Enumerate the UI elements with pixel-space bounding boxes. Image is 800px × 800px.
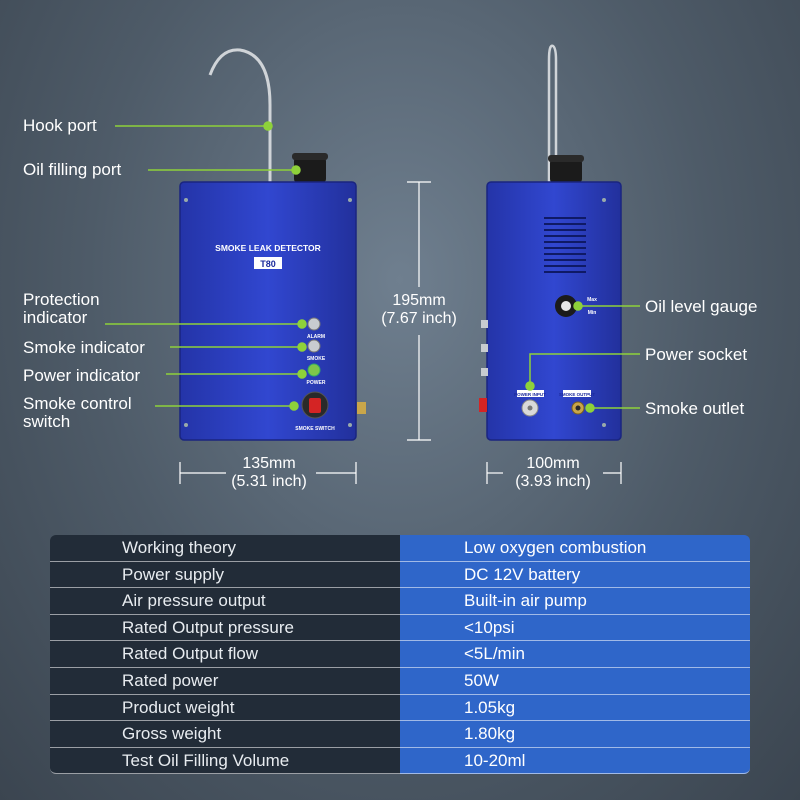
spec-value: 10-20ml bbox=[400, 747, 750, 775]
spec-key: Test Oil Filling Volume bbox=[50, 747, 400, 775]
front-leaders bbox=[105, 121, 307, 411]
model-badge bbox=[254, 257, 282, 269]
spec-row-product-weight: Product weight 1.05kg bbox=[50, 694, 750, 722]
smoke-output-label: SMOKE OUTPUT bbox=[559, 392, 596, 397]
callout-switch-line2: switch bbox=[23, 412, 71, 431]
spec-key: Product weight bbox=[50, 694, 400, 722]
dimension-lines bbox=[179, 181, 622, 484]
power-led bbox=[307, 363, 321, 377]
callout-protection-line2: indicator bbox=[23, 308, 88, 327]
smoke-switch-label: SMOKE SWITCH bbox=[295, 426, 335, 432]
device-title: SMOKE LEAK DETECTOR bbox=[215, 243, 321, 253]
device-model: T80 bbox=[260, 259, 276, 269]
alarm-label: ALARM bbox=[307, 334, 325, 340]
callout-protection-line1: Protection bbox=[23, 290, 100, 309]
power-input-label: POWER INPUT bbox=[514, 392, 546, 397]
callout-oil-level-gauge: Oil level gauge bbox=[645, 297, 758, 316]
spec-key: Power supply bbox=[50, 561, 400, 589]
width-dimension: 135mm (5.31 inch) bbox=[214, 455, 324, 491]
spec-table: Working theory Low oxygen combustion Pow… bbox=[50, 535, 750, 775]
side-oil-knob bbox=[550, 159, 582, 183]
spec-row-gross-weight: Gross weight 1.80kg bbox=[50, 721, 750, 748]
spec-value: 1.05kg bbox=[400, 694, 750, 722]
depth-mm: 100mm bbox=[526, 455, 580, 472]
spec-value: Low oxygen combustion bbox=[400, 535, 750, 562]
callout-power-socket: Power socket bbox=[645, 345, 748, 364]
spec-value: Built-in air pump bbox=[400, 588, 750, 615]
callout-oil-filling-port: Oil filling port bbox=[23, 160, 122, 179]
spec-row-rated-output-flow: Rated Output flow <5L/min bbox=[50, 641, 750, 668]
spec-key: Rated Output flow bbox=[50, 641, 400, 668]
depth-inch: (3.93 inch) bbox=[515, 473, 591, 490]
vent-grille bbox=[544, 217, 586, 273]
side-body bbox=[486, 181, 622, 441]
smoke-switch bbox=[309, 398, 321, 413]
side-leaders bbox=[525, 301, 640, 413]
height-inch: (7.67 inch) bbox=[381, 310, 457, 327]
spec-row-air-pressure-output: Air pressure output Built-in air pump bbox=[50, 588, 750, 615]
gauge-max-label: Max bbox=[587, 297, 597, 303]
hook-wire bbox=[208, 48, 272, 182]
spec-row-test-oil-filling-volume: Test Oil Filling Volume 10-20ml bbox=[50, 747, 750, 775]
spec-key: Rated power bbox=[50, 668, 400, 695]
spec-value: <10psi bbox=[400, 614, 750, 642]
height-mm: 195mm bbox=[392, 292, 446, 309]
spec-row-rated-output-pressure: Rated Output pressure <10psi bbox=[50, 614, 750, 642]
spec-value: <5L/min bbox=[400, 641, 750, 668]
side-hook-wire bbox=[547, 44, 558, 182]
callout-hook-port: Hook port bbox=[23, 116, 97, 135]
spec-value: 50W bbox=[400, 668, 750, 695]
spec-key: Air pressure output bbox=[50, 588, 400, 615]
callout-smoke-control-switch: Smoke control switch bbox=[23, 395, 132, 431]
smoke-label: SMOKE bbox=[307, 356, 326, 362]
callout-switch-line1: Smoke control bbox=[23, 394, 132, 413]
spec-value: 1.80kg bbox=[400, 721, 750, 748]
callout-protection-indicator: Protection indicator bbox=[23, 291, 100, 327]
height-dimension: 195mm (7.67 inch) bbox=[364, 292, 474, 328]
spec-key: Rated Output pressure bbox=[50, 614, 400, 642]
smoke-led bbox=[307, 339, 321, 353]
width-inch: (5.31 inch) bbox=[231, 473, 307, 490]
spec-value: DC 12V battery bbox=[400, 561, 750, 589]
width-mm: 135mm bbox=[242, 455, 296, 472]
callout-smoke-indicator: Smoke indicator bbox=[23, 338, 145, 357]
spec-row-rated-power: Rated power 50W bbox=[50, 668, 750, 695]
gauge-min-label: Min bbox=[588, 310, 597, 316]
callout-power-indicator: Power indicator bbox=[23, 366, 141, 385]
callout-smoke-outlet: Smoke outlet bbox=[645, 399, 745, 418]
oil-filling-knob bbox=[294, 157, 326, 183]
depth-dimension: 100mm (3.93 inch) bbox=[498, 455, 608, 491]
spec-key: Gross weight bbox=[50, 721, 400, 748]
side-fitting bbox=[357, 402, 366, 414]
side-view: Max Min POWER INPUT SMOKE OUTPUT bbox=[479, 44, 622, 441]
spec-row-working-theory: Working theory Low oxygen combustion bbox=[50, 535, 750, 562]
spec-row-power-supply: Power supply DC 12V battery bbox=[50, 561, 750, 589]
front-view: SMOKE LEAK DETECTOR T80 ALARM SMOKE POWE… bbox=[179, 48, 366, 441]
power-label: POWER bbox=[307, 380, 326, 386]
alarm-led bbox=[307, 317, 321, 331]
spec-key: Working theory bbox=[50, 535, 400, 562]
front-body bbox=[179, 181, 357, 441]
